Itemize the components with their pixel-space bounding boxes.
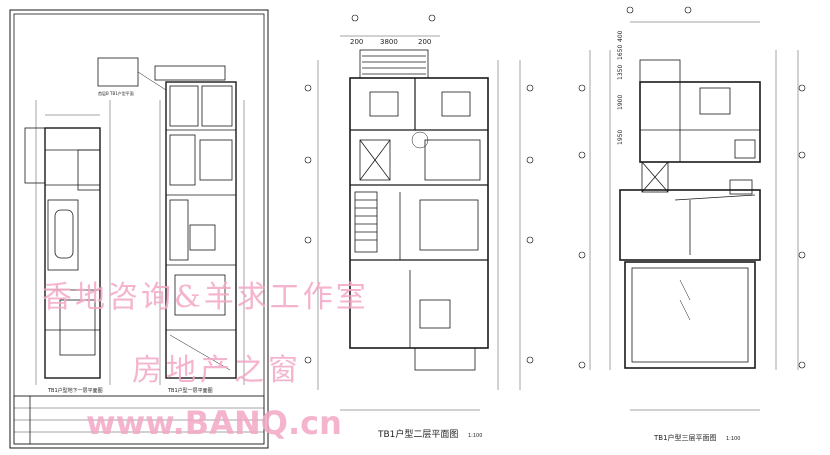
sheet1-frame [9, 9, 269, 449]
sheet3-dim-0: 1950 [617, 130, 624, 145]
sheet3-caption: TB1户型三层平面图 [653, 433, 717, 442]
sheet3-dim-3: 1650 [617, 45, 624, 60]
sheet1-small-label: 首层B TB1户型平面 [98, 90, 134, 96]
sheet1-basement-plan [24, 100, 111, 385]
sheet2-caption: TB1户型二层平面图 [377, 428, 458, 440]
sheet1-ground-plan [97, 57, 245, 385]
sheet2-plan [317, 35, 521, 411]
sheet3-scale: 1:100 [726, 436, 740, 442]
sheet2-dim-0: 200 [350, 38, 363, 46]
watermark-line-2: 房地产之窗 [132, 353, 302, 388]
sheet3-dim-4: 400 [617, 30, 624, 42]
sheet3-dim-2: 1350 [617, 65, 624, 80]
sheet1-caption-left: TB1户型地下一层平面图 [47, 387, 103, 394]
sheet2-scale: 1:100 [468, 433, 482, 439]
sheet1-caption-right: TB1户型一层平面图 [167, 387, 213, 394]
sheet2-dim-2: 200 [418, 38, 431, 46]
watermark-url: www.BANQ.cn [86, 404, 342, 442]
watermark-line-1: 香地咨询&羊求工作室 [42, 280, 369, 315]
sheet2-dim-1: 3800 [380, 38, 398, 46]
sheet3-dim-1: 1900 [617, 95, 624, 110]
sheet3-plan [589, 21, 799, 411]
